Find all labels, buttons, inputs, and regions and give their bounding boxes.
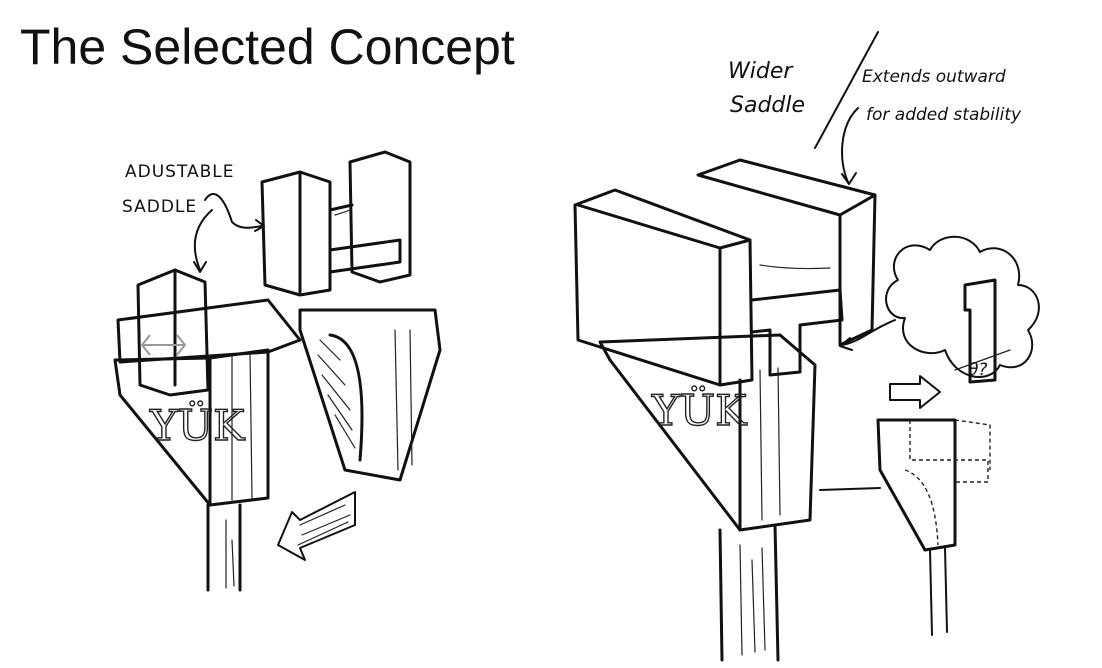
- left-small-saddle: [136, 268, 210, 397]
- left-large-saddle-back: [348, 150, 412, 284]
- right-saddle-front: [573, 188, 754, 387]
- adjust-double-arrow: [140, 334, 187, 356]
- leader-arrow-right: [841, 107, 859, 183]
- right-annotation-b-line2: for added stability: [866, 105, 1022, 125]
- right-pole: [718, 523, 780, 662]
- inset-part: [876, 418, 957, 552]
- detail-arrow: [889, 375, 941, 409]
- right-annotation-a-line1: Wider: [728, 59, 794, 84]
- right-saddle-back: [696, 158, 877, 347]
- left-large-saddle-front: [260, 170, 332, 297]
- right-brand-mark: YÜK: [651, 385, 748, 435]
- annotation-divider: [814, 31, 879, 149]
- left-direction-arrow: [277, 491, 356, 561]
- leader-arrow-lower: [193, 209, 213, 271]
- leader-arrow-upper: [204, 193, 263, 229]
- left-top-plate: [116, 298, 302, 364]
- left-brand-mark: YÜK: [149, 400, 246, 450]
- right-saddle-bridge: [750, 288, 844, 377]
- right-sketch: Wider Saddle Extends outward for added s…: [573, 31, 1040, 662]
- detail-cross-section: [963, 278, 997, 384]
- right-annotation-b-line1: Extends outward: [862, 67, 1006, 87]
- left-side-insert: [298, 308, 442, 482]
- right-annotation-a-line2: Saddle: [730, 93, 805, 118]
- slide-title: The Selected Concept: [20, 19, 515, 75]
- right-body: [598, 333, 817, 532]
- detail-leader: [841, 319, 896, 346]
- detail-cloud: [885, 235, 1040, 378]
- left-annotation-line2: SADDLE: [122, 197, 197, 217]
- detail-label: θ?: [968, 360, 987, 380]
- left-sketch: ADUSTABLE SADDLE YÜK: [113, 150, 442, 592]
- left-pole: [206, 503, 242, 592]
- left-annotation-line1: ADUSTABLE: [125, 162, 235, 182]
